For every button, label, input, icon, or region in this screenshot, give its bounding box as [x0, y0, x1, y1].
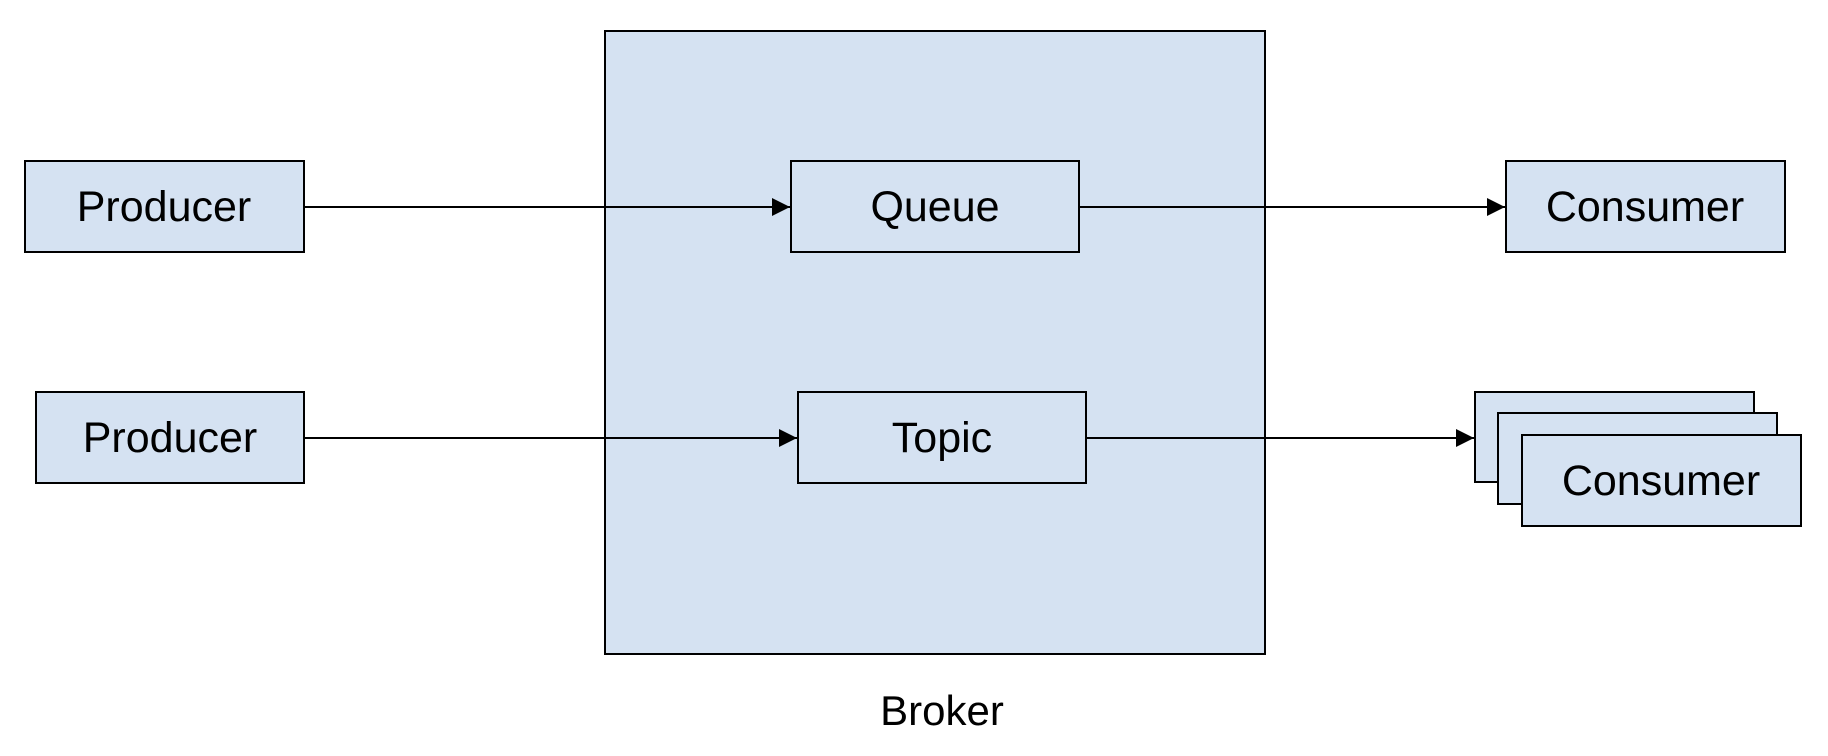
producer-topic-label: Producer	[83, 414, 257, 462]
consumer-topic-label: Consumer	[1562, 457, 1760, 505]
broker-label: Broker	[880, 687, 1004, 734]
topic-box	[797, 391, 1087, 484]
topic-label: Topic	[892, 414, 992, 462]
consumer-topic-box	[1521, 434, 1802, 527]
producer-queue-label: Producer	[77, 183, 251, 231]
producer-topic-box	[35, 391, 305, 484]
queue-box	[790, 160, 1080, 253]
consumer-queue-label: Consumer	[1546, 183, 1744, 231]
producer-queue-box	[24, 160, 305, 253]
queue-label: Queue	[870, 183, 999, 231]
consumer-queue-box	[1505, 160, 1786, 253]
broker-box	[604, 30, 1266, 655]
